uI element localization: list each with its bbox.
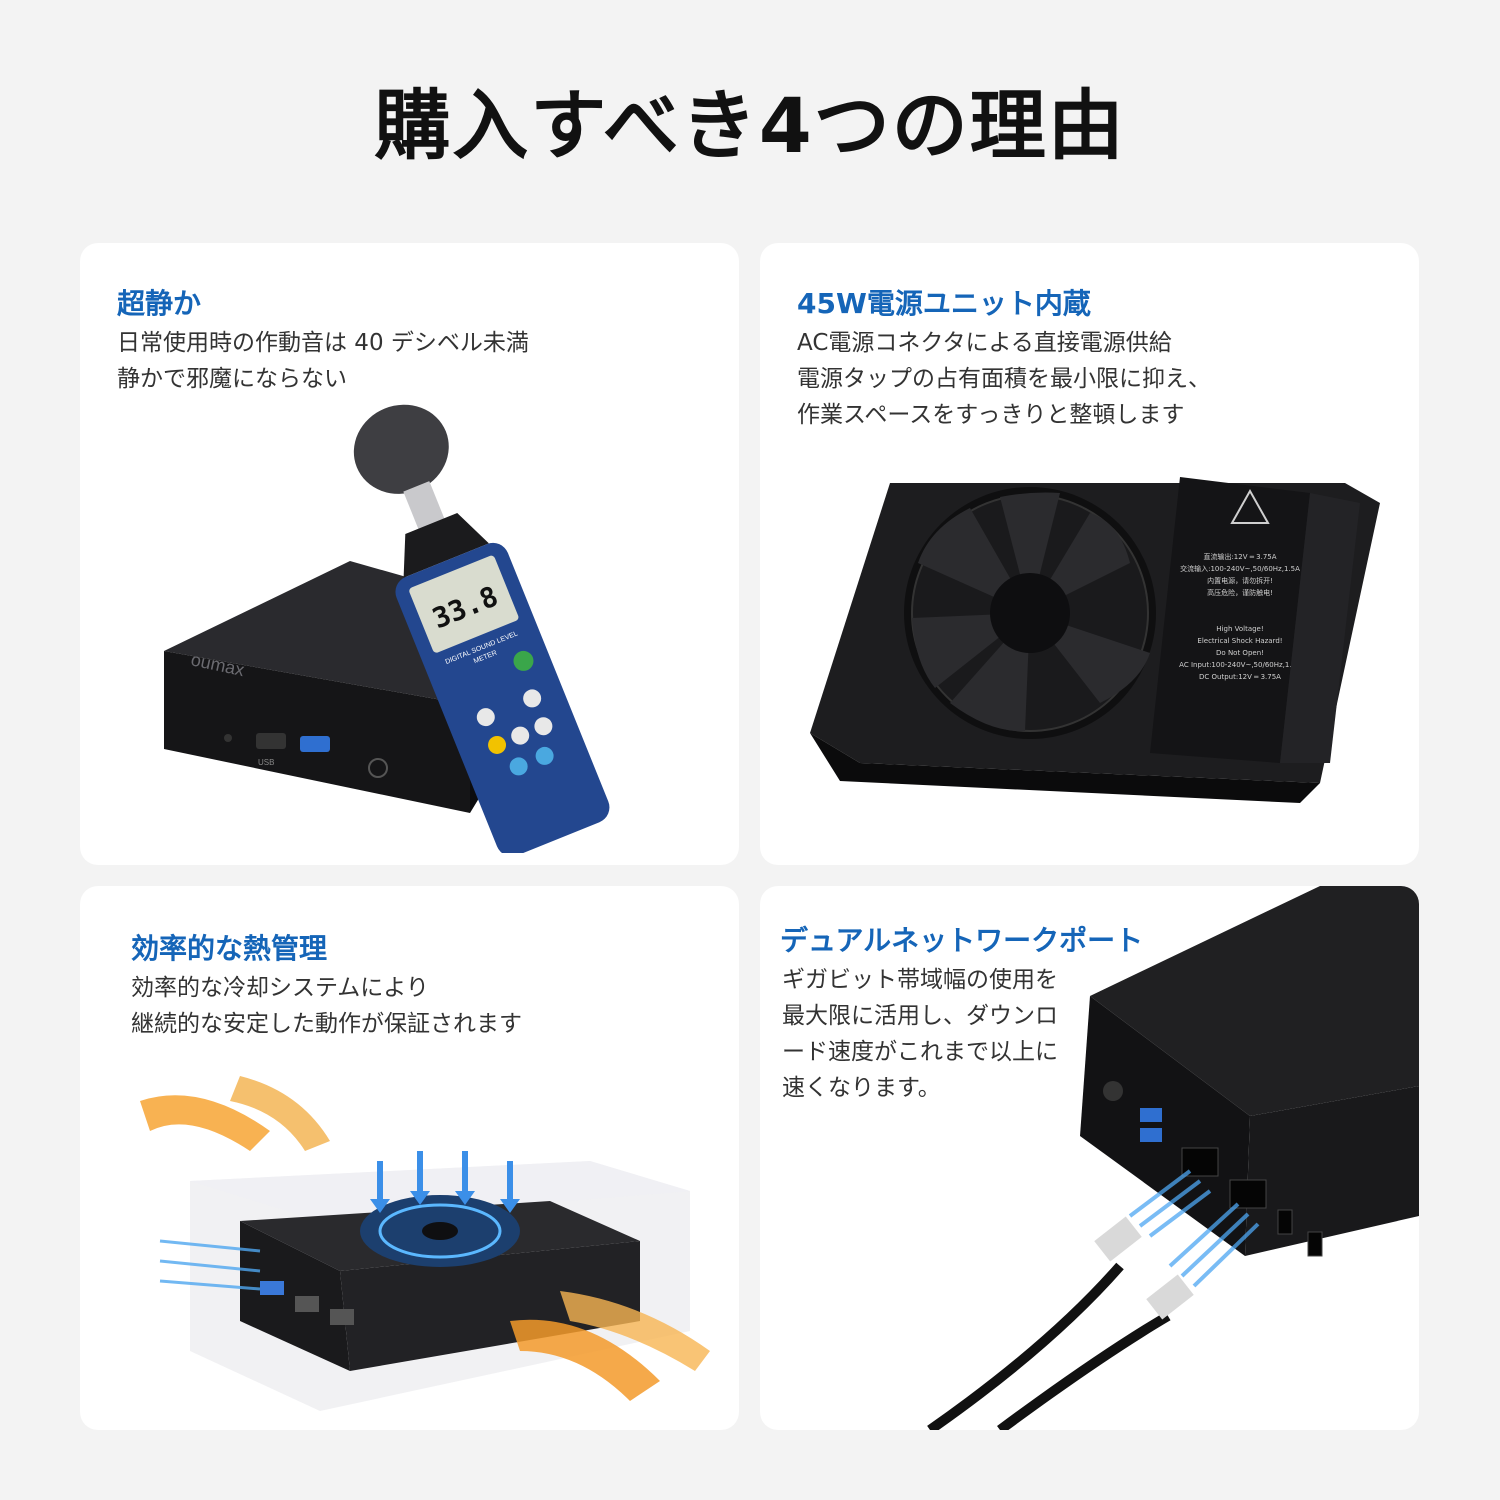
ethernet-cable-icon	[997, 1311, 1171, 1430]
warning-label: High Voltage!	[1216, 625, 1263, 633]
card-description-line: ギガビット帯域幅の使用を	[782, 967, 1058, 993]
power-button-icon	[368, 758, 388, 778]
card-heading: 45W電源ユニット内蔵	[797, 287, 1091, 320]
card-description-line: 最大限に活用し、ダウンロ	[782, 1003, 1058, 1029]
warning-label: Do Not Open!	[1216, 649, 1264, 657]
feature-card-power-supply: 45W電源ユニット内蔵 AC電源コネクタによる直接電源供給 電源タップの占有面積…	[760, 243, 1419, 865]
card-heading: デュアルネットワークポート	[780, 924, 1144, 957]
warning-label: AC Input:100-240V~,50/60Hz,1.5A	[1179, 661, 1301, 669]
card-description-line: 継続的な安定した動作が保証されます	[131, 1011, 522, 1037]
cooling-fan-icon	[378, 1203, 502, 1259]
card-description-line: 効率的な冷却システムにより	[131, 975, 429, 1001]
warning-label: DC Output:12V ═ 3.75A	[1199, 673, 1281, 681]
card-description-line: 電源タップの占有面積を最小限に抑え、	[797, 366, 1211, 392]
card-description-line: 作業スペースをすっきりと整頓します	[797, 402, 1185, 428]
card-heading: 超静か	[117, 287, 202, 320]
warning-label: 内置电源，请勿拆开!	[1207, 576, 1273, 585]
warning-label: 直流输出:12V ═ 3.75A	[1203, 552, 1276, 561]
card-description: 日常使用時の作動音は 40 デシベル未満 静かで邪魔にならない	[117, 325, 529, 397]
card-description-line: ード速度がこれまで以上に	[782, 1039, 1058, 1065]
card-description-line: AC電源コネクタによる直接電源供給	[797, 330, 1172, 356]
high-voltage-warning-icon	[1230, 488, 1270, 524]
mini-pc-with-sound-meter-image: oumax USB 33.8 DIGITAL SOUND LEVEL METER	[150, 393, 710, 853]
warning-label: 高压危险，谨防触电!	[1207, 588, 1273, 597]
microphone-icon	[353, 404, 449, 494]
card-description: 効率的な冷却システムにより 継続的な安定した動作が保証されます	[131, 970, 522, 1042]
warning-label: 交流输入:100-240V~,50/60Hz,1.5A	[1180, 564, 1300, 573]
page-title: 購入すべき4つの理由	[374, 81, 1126, 170]
card-description-line: 静かで邪魔にならない	[117, 366, 347, 392]
feature-card-thermal: 効率的な熱管理 効率的な冷却システムにより 継続的な安定した動作が保証されます	[80, 886, 739, 1430]
card-description-line: 速くなります。	[782, 1075, 941, 1101]
dc-power-port-icon	[1103, 1081, 1123, 1101]
card-description-line: 日常使用時の作動音は 40 デシベル未満	[117, 330, 529, 356]
dual-lan-ports-image	[900, 886, 1419, 1430]
card-description: ギガビット帯域幅の使用を 最大限に活用し、ダウンロ ード速度がこれまで以上に 速…	[782, 962, 1058, 1106]
feature-card-dual-network: デュアルネットワークポート ギガビット帯域幅の使用を 最大限に活用し、ダウンロ …	[760, 886, 1419, 1430]
port-label: USB	[258, 758, 274, 767]
card-heading: 効率的な熱管理	[131, 932, 328, 965]
thermal-cooling-diagram-image	[120, 1071, 720, 1430]
ethernet-cable-icon	[927, 1262, 1124, 1430]
feature-card-quiet: 超静か 日常使用時の作動音は 40 デシベル未満 静かで邪魔にならない ouma…	[80, 243, 739, 865]
card-description: AC電源コネクタによる直接電源供給 電源タップの占有面積を最小限に抑え、 作業ス…	[797, 325, 1211, 433]
power-supply-unit-image: 直流输出:12V ═ 3.75A 交流输入:100-240V~,50/60Hz,…	[800, 463, 1400, 843]
warning-label: Electrical Shock Hazard!	[1197, 637, 1282, 645]
